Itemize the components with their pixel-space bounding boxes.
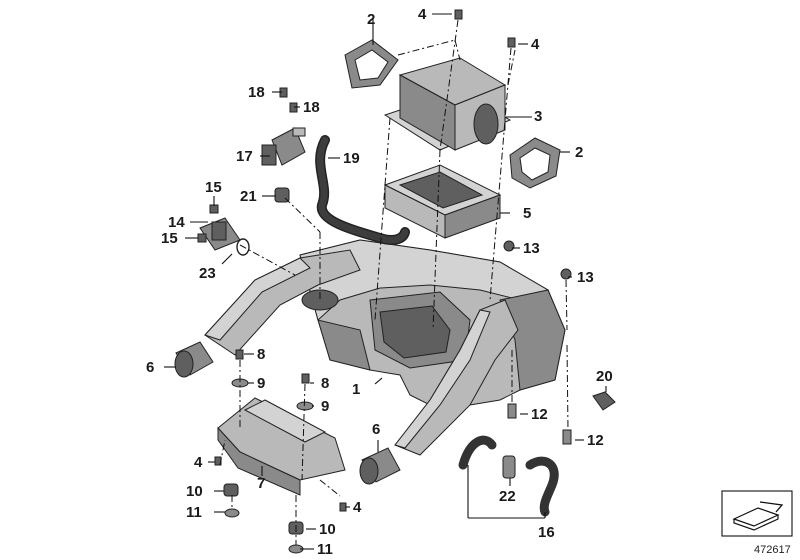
callout-8-left: 8 (257, 346, 265, 363)
callout-2-top: 2 (367, 11, 375, 28)
callout-19: 19 (343, 150, 360, 167)
filter-lid-part (383, 57, 512, 151)
callout-15-top: 15 (205, 179, 222, 196)
callout-10-bottom: 10 (319, 521, 336, 538)
callouts: 1 2 2 3 4 4 4 4 5 6 6 7 8 8 9 9 10 10 11… (146, 6, 613, 558)
callout-20: 20 (596, 368, 613, 385)
callout-8-right: 8 (321, 375, 329, 392)
callout-9-left: 9 (257, 375, 265, 392)
clip-20-part (592, 391, 616, 411)
callout-16: 16 (538, 524, 555, 541)
callout-21: 21 (240, 188, 257, 205)
right-intake-snorkel-part (394, 299, 519, 456)
callout-17: 17 (236, 148, 253, 165)
callout-18-right: 18 (303, 99, 320, 116)
callout-3: 3 (534, 108, 542, 125)
intake-funnel-right-part (359, 447, 401, 485)
callout-12-right: 12 (587, 432, 604, 449)
callout-12-left: 12 (531, 406, 548, 423)
callout-9-right: 9 (321, 398, 329, 415)
callout-10-left: 10 (186, 483, 203, 500)
callout-1: 1 (352, 381, 360, 398)
callout-13-right: 13 (577, 269, 594, 286)
sealing-ring-right-part (509, 137, 561, 189)
reference-number: 472617 (754, 544, 791, 556)
callout-23: 23 (199, 265, 216, 282)
callout-15-left: 15 (161, 230, 178, 247)
hose-16-right-part (525, 456, 559, 517)
sensor-14-part (199, 217, 241, 251)
callout-6-right: 6 (372, 421, 380, 438)
assembly-lines (219, 19, 569, 545)
callout-11-left: 11 (186, 504, 202, 521)
intake-funnel-left-part (174, 341, 214, 378)
callout-4-top-left: 4 (418, 6, 427, 23)
hose-22-part (502, 455, 516, 479)
hose-19-core (316, 136, 409, 244)
callout-18-left: 18 (248, 84, 265, 101)
callout-13-top: 13 (523, 240, 540, 257)
left-intake-snorkel-part (204, 249, 361, 356)
callout-22: 22 (499, 488, 516, 505)
callout-2-right: 2 (575, 144, 583, 161)
sealing-ring-top-part (344, 39, 399, 89)
callout-5: 5 (523, 205, 531, 222)
callout-6-left: 6 (146, 359, 154, 376)
reference-symbol-box (721, 490, 793, 537)
leader-lines (164, 13, 607, 550)
callout-11-bottom: 11 (317, 541, 333, 558)
callout-4-bottom: 4 (353, 499, 362, 516)
callout-4-bottom-left: 4 (194, 454, 203, 471)
cover-7-part (217, 397, 346, 496)
o-ring-23-part (236, 238, 250, 256)
air-filter-part (383, 164, 502, 239)
callout-4-top-right: 4 (531, 36, 540, 53)
hose-16-left-part (458, 435, 497, 470)
valve-17-part (261, 127, 306, 166)
fasteners (197, 9, 572, 554)
intake-housing-part (299, 239, 566, 406)
callout-14: 14 (168, 214, 185, 231)
callout-7: 7 (257, 475, 265, 492)
